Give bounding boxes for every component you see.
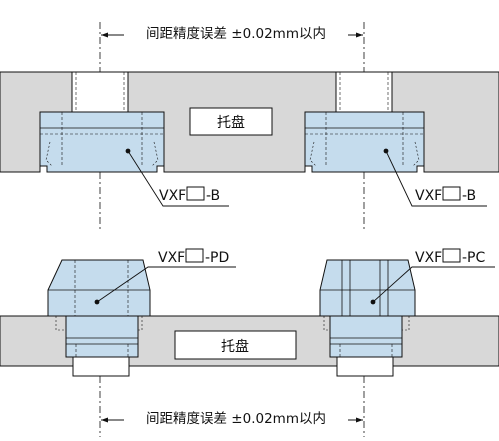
tolerance-label-top: 间距精度误差 ±0.02mm以内: [146, 26, 326, 42]
pallet-label-bottom: 托盘: [174, 330, 297, 360]
svg-text:VXF: VXF: [159, 188, 186, 204]
pin-bottom-left: [47, 259, 151, 377]
callout-bottom-right: VXF -PC: [372, 248, 495, 303]
tolerance-label-bottom: 间距精度误差 ±0.02mm以内: [146, 411, 326, 427]
bottom-tolerance-dimension: 间距精度误差 ±0.02mm以内: [99, 376, 365, 437]
svg-text:-B: -B: [462, 188, 476, 204]
svg-text:VXF: VXF: [415, 250, 442, 266]
svg-text:托盘: 托盘: [217, 114, 245, 131]
callout-top-left: VXF -B: [127, 150, 229, 207]
svg-text:VXF: VXF: [158, 250, 185, 266]
top-tolerance-dimension: 间距精度误差 ±0.02mm以内: [99, 22, 365, 230]
callout-top-right: VXF -B: [385, 150, 487, 207]
callout-bottom-left: VXF -PD: [96, 248, 236, 303]
pallet-label-top: 托盘: [189, 107, 273, 136]
svg-text:VXF: VXF: [415, 188, 442, 204]
bushing-top-right: [304, 71, 425, 173]
svg-text:-PC: -PC: [462, 250, 485, 266]
pin-bottom-right: [319, 259, 416, 377]
svg-text:-B: -B: [206, 188, 220, 204]
bushing-top-left: [39, 71, 165, 173]
svg-text:-PD: -PD: [205, 250, 229, 266]
svg-text:托盘: 托盘: [221, 338, 249, 355]
